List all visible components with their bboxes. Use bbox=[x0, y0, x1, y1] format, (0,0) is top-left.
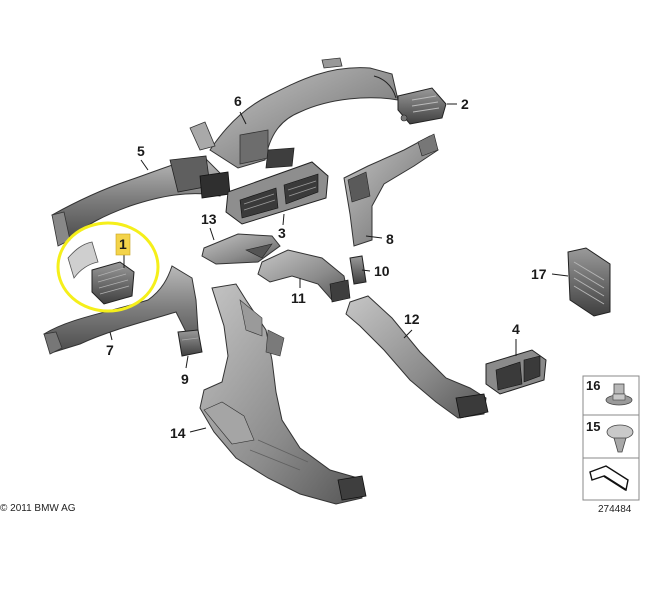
part-8-duct bbox=[343, 133, 439, 247]
callout-2: 2 bbox=[461, 96, 469, 112]
part-3-center-vent bbox=[225, 161, 329, 225]
callout-5: 5 bbox=[137, 143, 145, 159]
part-13-duct bbox=[201, 233, 281, 265]
rivet-clip-icon bbox=[606, 424, 634, 453]
callout-16: 16 bbox=[586, 378, 600, 393]
callout-1-highlight-bg bbox=[115, 233, 131, 256]
diagram-number: 274484 bbox=[598, 504, 632, 515]
callout-8: 8 bbox=[386, 231, 394, 247]
callout-11: 11 bbox=[291, 290, 306, 306]
part-1-vent-insert bbox=[67, 241, 135, 305]
callout-7: 7 bbox=[106, 342, 114, 358]
callout-labels: 1 2 3 4 5 6 7 8 9 10 11 12 13 14 17 bbox=[106, 93, 547, 441]
callout-1: 1 bbox=[119, 236, 127, 252]
part-11-duct bbox=[257, 249, 351, 303]
part-5-left-duct bbox=[51, 155, 231, 247]
callout-12: 12 bbox=[404, 311, 420, 327]
part-10-clip bbox=[349, 255, 367, 285]
part-14-floor-duct bbox=[199, 283, 367, 505]
callout-15: 15 bbox=[586, 419, 600, 434]
callout-9: 9 bbox=[181, 371, 189, 387]
part-4-side-vent bbox=[485, 349, 547, 395]
callout-4: 4 bbox=[512, 321, 520, 337]
trim-tool-icon bbox=[589, 465, 629, 492]
part-17-grille bbox=[567, 247, 611, 317]
callout-6: 6 bbox=[234, 93, 242, 109]
part-9-clip bbox=[177, 329, 203, 357]
fastener-legend: 16 15 bbox=[582, 375, 640, 501]
highlight-ring bbox=[56, 221, 160, 313]
part-2-vent bbox=[397, 87, 447, 125]
nut-icon bbox=[605, 383, 633, 406]
part-6-center-duct bbox=[189, 57, 399, 169]
callout-13: 13 bbox=[201, 211, 217, 227]
callout-10: 10 bbox=[374, 263, 390, 279]
callout-17: 17 bbox=[531, 266, 547, 282]
callout-14: 14 bbox=[170, 425, 186, 441]
callout-3: 3 bbox=[278, 225, 286, 241]
copyright-text: © 2011 BMW AG bbox=[0, 503, 76, 514]
part-12-duct bbox=[345, 295, 489, 419]
